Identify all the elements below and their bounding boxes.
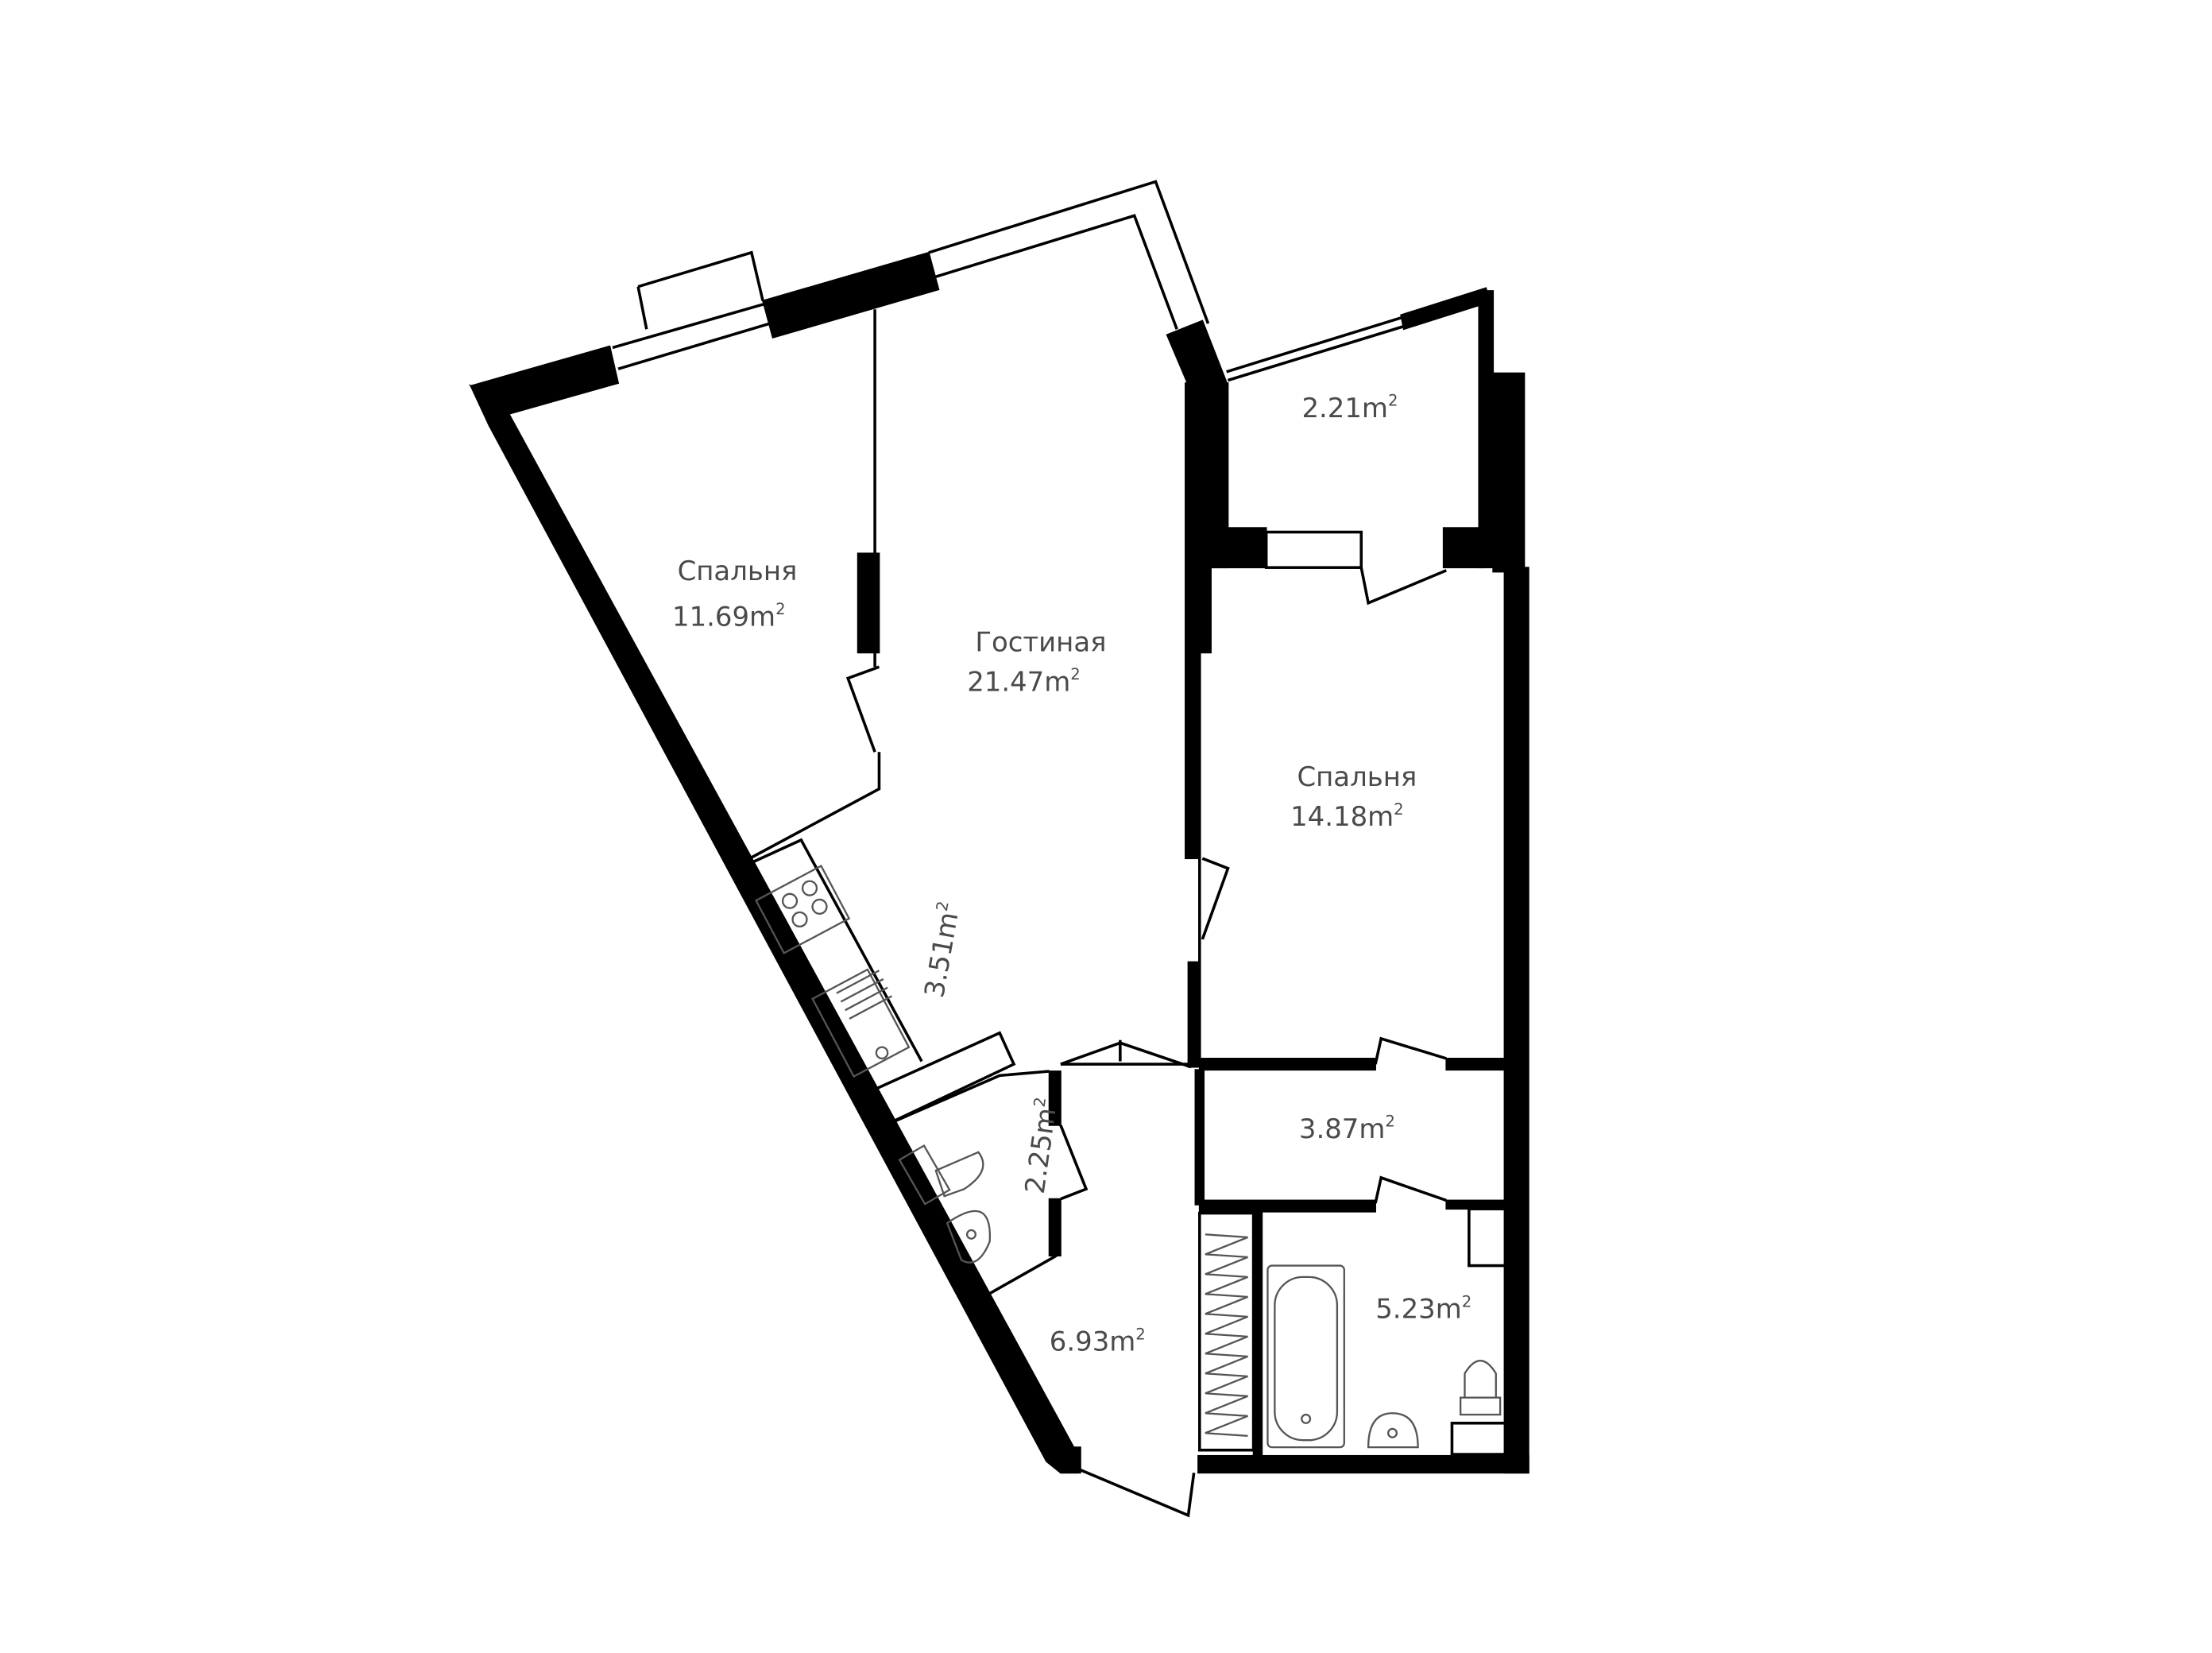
hall-bottom-block [1060,1446,1081,1474]
outer-wall-top-1 [469,345,620,416]
room-name-living: Гостиная [975,626,1106,657]
room-area-corridor: 3.87m2 [1299,1113,1395,1144]
corridor-wall-top-r [1445,1058,1511,1071]
outer-wall-top-2 [762,251,940,339]
bathtub-icon [1266,1264,1345,1449]
toilet-icon [898,1144,984,1206]
thin-lines [612,180,1508,1518]
stove-icon [754,864,851,954]
wardrobe-hangers-icon [1205,1233,1248,1437]
bedroom2-left-wall [1198,567,1212,654]
room-area-balcony: 2.21m2 [1301,392,1398,424]
room-area-hall: 6.93m2 [1050,1325,1146,1357]
bath-toilet-icon [1459,1360,1502,1416]
room-area-bedroom2: 14.18m2 [1290,800,1404,832]
walls [469,251,1529,1474]
room-area-kitchen: 3.51m2 [918,900,966,1000]
balcony-block-l [1198,527,1267,569]
wall-living-right [1185,382,1201,860]
outer-wall-left [469,384,1079,1474]
outer-wall-corner [1166,319,1229,393]
sink-icon [811,968,911,1078]
outer-wall-right-top [1492,372,1526,573]
balcony-wall-right [1478,290,1495,569]
corridor-wall-top-l [1198,1058,1376,1071]
outer-wall-right [1503,567,1529,1474]
fixtures [754,864,1502,1449]
room-name-bedroom1: Спальня [678,556,798,586]
room-name-bedroom2: Спальня [1297,761,1417,792]
wall-living-right-low [1187,961,1201,1068]
balcony-block-r [1442,527,1484,569]
balcony-wall-top [1400,287,1490,331]
corridor-wall-bottom-l [1198,1199,1376,1213]
outer-wall-bottom [1197,1454,1529,1474]
room-area-living: 21.47m2 [967,665,1081,697]
room-area-bathroom: 5.23m2 [1375,1292,1471,1324]
room-area-bedroom1: 11.69m2 [672,600,786,632]
bidet-icon [946,1210,991,1264]
washbasin-icon [1367,1412,1419,1449]
corridor-wall-left [1194,1069,1205,1206]
room-area-toilet: 2.25m2 [1019,1096,1064,1195]
toilet-wall-right [1048,1070,1062,1126]
toilet-wall-right-low [1048,1198,1062,1256]
